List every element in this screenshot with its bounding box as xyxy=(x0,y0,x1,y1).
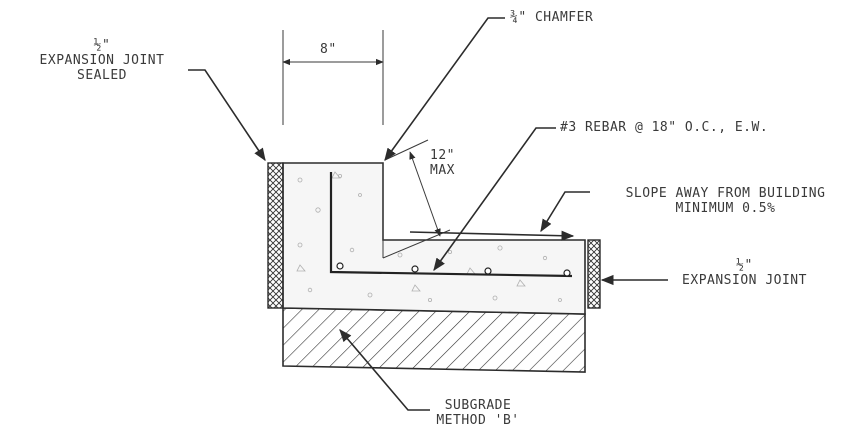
subgrade-fill xyxy=(282,307,586,373)
label-width: 8" xyxy=(320,42,337,57)
label-subgrade: SUBGRADE METHOD 'B' xyxy=(432,398,524,428)
leader-slope xyxy=(540,191,590,233)
left-expansion-joint xyxy=(267,162,284,309)
rebar-dot-1 xyxy=(336,262,344,270)
rebar-dot-2 xyxy=(411,265,419,273)
rebar-dot-3 xyxy=(484,267,492,275)
dimension-8in xyxy=(282,30,384,125)
leader-rebar xyxy=(433,127,556,272)
label-joint-sealed: ½" EXPANSION JOINT SEALED xyxy=(22,38,182,83)
label-subgrade-line2: METHOD 'B' xyxy=(436,413,520,428)
label-joint-sealed-line2: SEALED xyxy=(77,68,127,83)
right-expansion-joint xyxy=(587,239,601,309)
concrete-body xyxy=(282,162,586,315)
leader-joint-sealed xyxy=(188,69,266,162)
label-joint: ½" EXPANSION JOINT xyxy=(672,258,817,288)
label-max-height-note: MAX xyxy=(430,163,455,178)
label-joint-sealed-line1: EXPANSION JOINT xyxy=(39,53,165,68)
rebar-dot-4 xyxy=(563,269,571,277)
label-joint-line1: EXPANSION JOINT xyxy=(682,273,807,288)
label-joint-sealed-size: ½" xyxy=(93,38,111,53)
label-slope-line2: MINIMUM 0.5% xyxy=(675,201,776,216)
label-max-height-value: 12" xyxy=(430,148,455,163)
label-rebar: #3 REBAR @ 18" O.C., E.W. xyxy=(560,120,769,135)
label-chamfer: ¾" CHAMFER xyxy=(510,10,594,25)
label-slope-line1: SLOPE AWAY FROM BUILDING xyxy=(625,186,826,201)
label-subgrade-line1: SUBGRADE xyxy=(444,398,512,413)
label-max-height: 12" MAX xyxy=(430,148,455,178)
leader-chamfer xyxy=(384,17,505,162)
leader-subgrade xyxy=(339,329,430,411)
slope-arrow xyxy=(409,230,575,241)
label-slope: SLOPE AWAY FROM BUILDING MINIMUM 0.5% xyxy=(593,186,858,216)
label-joint-size: ½" xyxy=(736,258,753,273)
rebar-l-bar xyxy=(329,172,573,278)
